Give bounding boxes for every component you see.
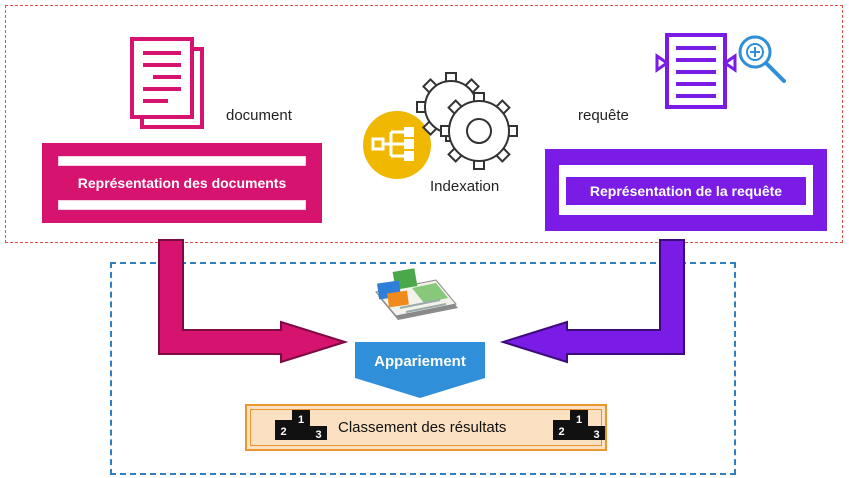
query-document-icon [655,33,737,109]
podium-icon: 2 1 3 [275,410,327,441]
gears-icon [416,72,518,170]
podium-digit: 1 [298,414,304,426]
document-icon [130,37,204,129]
podium-icon: 2 1 3 [553,410,605,441]
podium-digit: 2 [558,426,564,438]
appariement-label: Appariement [374,353,466,370]
stripe [58,156,306,166]
podium-digit: 2 [280,426,286,438]
podium-digit: 3 [593,429,599,441]
document-label: document [226,107,292,124]
appariement-shape [355,342,485,398]
hierarchy-icon [363,111,431,179]
podium-digit: 1 [576,414,582,426]
stripe [58,200,306,210]
query-flow-arrow [499,239,685,364]
documents-representation-label: Représentation des documents [77,175,287,191]
matching-frame [110,262,736,475]
query-representation-box: Représentation de la requête [545,149,827,231]
search-icon [738,35,786,83]
ranking-label: Classement des résultats [338,419,507,436]
requete-label: requête [578,107,629,124]
indexing-frame [5,5,843,243]
matching-image-icon [375,268,458,320]
query-representation-label: Représentation de la requête [566,177,806,205]
indexation-label: Indexation [430,178,500,195]
document-flow-arrow [158,239,349,364]
podium-digit: 3 [315,429,321,441]
documents-representation-box: Représentation des documents [42,143,322,223]
